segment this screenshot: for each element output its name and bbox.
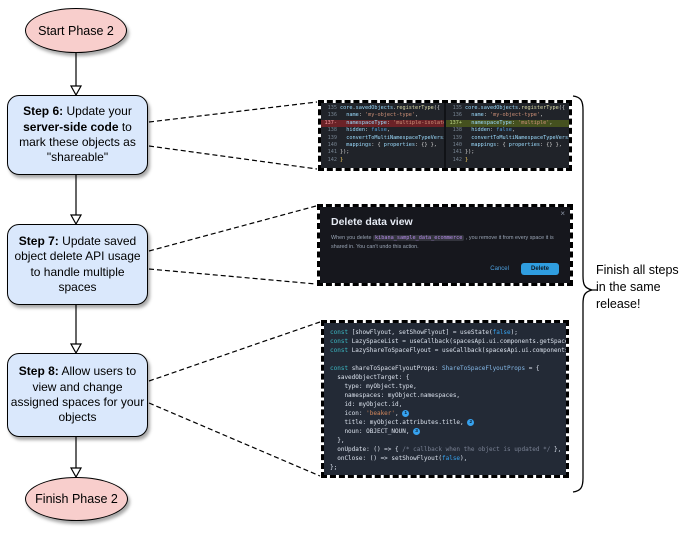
flyout-code-block: const [showFlyout, setShowFlyout] = useS… — [324, 323, 566, 475]
screenshot-delete-modal: × Delete data view When you delete kiban… — [317, 204, 573, 286]
code-line — [330, 355, 560, 364]
code-line: 139 convertToMultiNamespaceTypeVersion: … — [446, 135, 569, 142]
start-node-label: Start Phase 2 — [38, 23, 114, 38]
line-number: 140 — [327, 142, 337, 149]
code-line: namespaces: myObject.namespaces, — [330, 392, 461, 399]
line-number: 138 — [327, 127, 337, 134]
code-line: 136 name: 'my-object-type', — [321, 112, 444, 119]
modal-title: Delete data view — [331, 216, 413, 228]
code-line: onClose: () => setShowFlyout(false), — [330, 455, 468, 462]
code-line: 142} — [446, 157, 569, 164]
code-line: 141}); — [446, 149, 569, 156]
code-line: 140 mappings: { properties: {} }, — [446, 142, 569, 149]
line-number: 135 — [452, 105, 462, 111]
diff-divider — [444, 103, 446, 168]
code-line: 137+ namespaceType: 'multiple', — [446, 119, 569, 128]
line-number: 142 — [452, 156, 462, 163]
callout-lines-step7 — [148, 205, 317, 285]
line-number: 137- — [324, 119, 338, 126]
code-line: id: myObject.id, — [330, 401, 403, 408]
step7-box: Step 7: Update saved object delete API u… — [7, 224, 148, 305]
line-number: 140 — [452, 142, 462, 149]
finish-node-label: Finish Phase 2 — [35, 492, 118, 506]
curly-brace — [572, 95, 593, 493]
delete-button[interactable]: Delete — [520, 263, 559, 275]
data-view-name-chip: kibana_sample_data_ecommerce — [372, 235, 465, 241]
delete-modal: × Delete data view When you delete kiban… — [320, 207, 570, 283]
arrow-step7-to-step8 — [69, 305, 83, 355]
code-line: }; — [330, 464, 338, 471]
finish-node: Finish Phase 2 — [25, 477, 128, 521]
start-node: Start Phase 2 — [25, 8, 127, 53]
line-number: 139 — [327, 134, 337, 141]
code-line: 136 name: 'my-object-type', — [446, 112, 569, 119]
code-line: 141}); — [321, 149, 444, 156]
step6-box: Step 6: Update your server-side code to … — [7, 95, 148, 175]
code-line: 138 hidden: false, — [446, 127, 569, 134]
step6-label: Step 6: Update your server-side code to … — [19, 104, 136, 165]
arrow-start-to-step6 — [69, 53, 83, 97]
line-number: 137+ — [449, 119, 463, 126]
code-line: savedObjectTarget: { — [330, 374, 410, 381]
code-line: 137- namespaceType: 'multiple-isolated', — [321, 119, 444, 128]
code-line: noun: OBJECT_NOUN, 3 — [330, 427, 560, 436]
code-line: const LazySpaceList = useCallback(spaces… — [330, 338, 566, 345]
modal-actions: Cancel Delete — [490, 263, 559, 275]
line-number: 136 — [452, 112, 462, 119]
code-line: icon: 'beaker', 1 — [330, 409, 560, 418]
arrow-step6-to-step7 — [69, 175, 83, 226]
step8-label: Step 8: Allow users to view and change a… — [10, 364, 145, 425]
screenshot-flyout-code: const [showFlyout, setShowFlyout] = useS… — [321, 320, 569, 478]
cancel-button[interactable]: Cancel — [490, 266, 509, 272]
step7-label: Step 7: Update saved object delete API u… — [14, 233, 141, 294]
code-line: type: myObject.type, — [330, 383, 417, 390]
line-number: 142 — [327, 156, 337, 163]
code-line: 138 hidden: false, — [321, 127, 444, 134]
line-number: 141 — [452, 149, 462, 156]
arrow-step8-to-finish — [69, 437, 83, 479]
annotation-badge: 1 — [402, 410, 410, 417]
code-line: 142} — [321, 157, 444, 164]
code-line: title: myObject.attributes.title, 2 — [330, 418, 560, 427]
brace-note: Finish all steps in the same release! — [596, 263, 679, 311]
code-line: onUpdate: () => { /* callback when the o… — [330, 446, 562, 453]
callout-lines-step6 — [148, 101, 318, 170]
code-line: const [showFlyout, setShowFlyout] = useS… — [330, 329, 518, 336]
line-number: 138 — [452, 127, 462, 134]
code-line: 139 convertToMultiNamespaceTypeVersion: … — [321, 135, 444, 142]
code-line: 140 mappings: { properties: {} }, — [321, 142, 444, 149]
callout-lines-step8 — [148, 321, 321, 477]
annotation-badge: 3 — [413, 428, 421, 435]
line-number: 135 — [327, 105, 337, 111]
code-line: const LazyShareToSpaceFlyout = useCallba… — [330, 347, 566, 354]
annotation-badge: 2 — [467, 419, 475, 426]
close-icon[interactable]: × — [560, 209, 565, 218]
modal-body: When you delete kibana_sample_data_ecomm… — [331, 235, 554, 251]
line-number: 141 — [327, 149, 337, 156]
line-number: 139 — [452, 134, 462, 141]
code-line: }, — [330, 437, 345, 444]
line-number: 136 — [327, 112, 337, 119]
step8-box: Step 8: Allow users to view and change a… — [7, 353, 148, 437]
code-line: const shareToSpaceFlyoutProps: ShareToSp… — [330, 365, 540, 372]
